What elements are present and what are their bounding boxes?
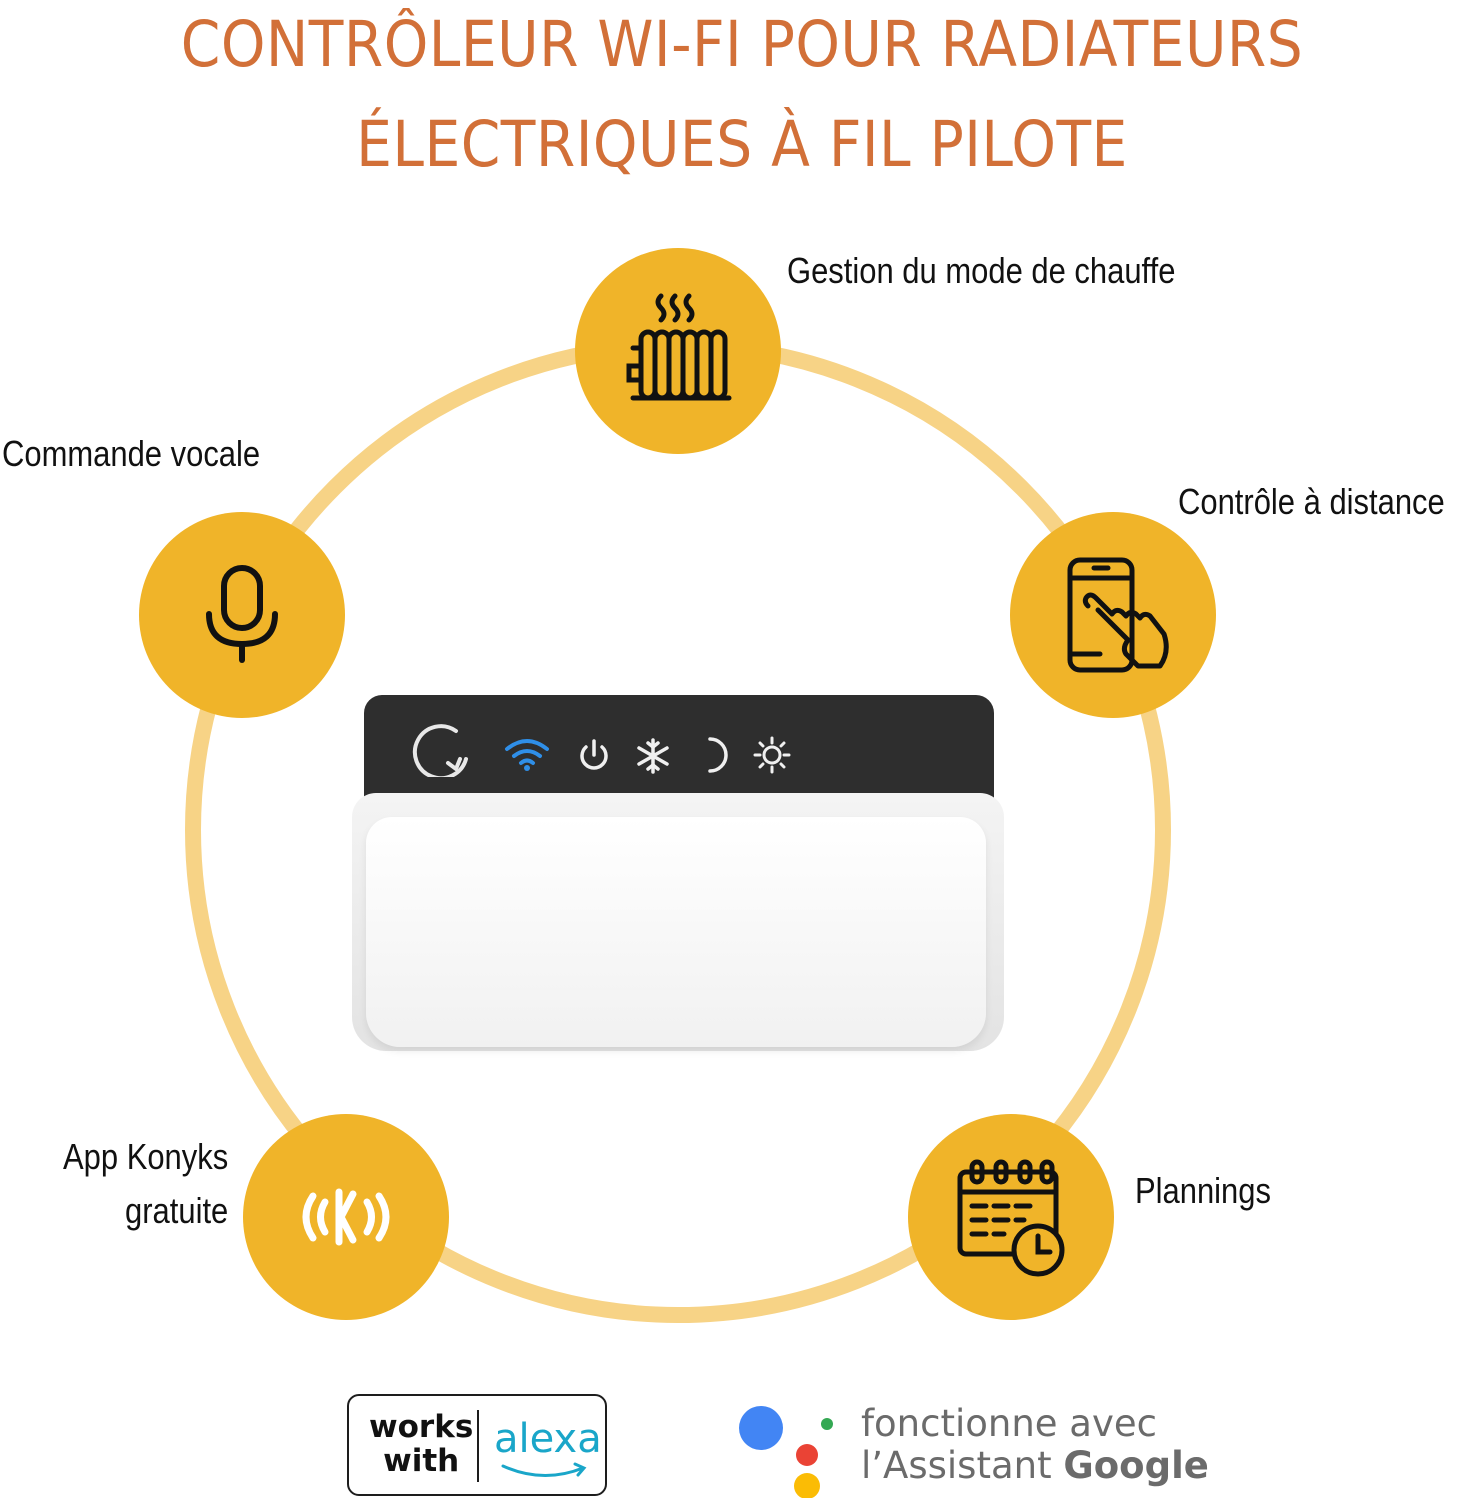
google-assistant-prefix: l’Assistant xyxy=(861,1444,1064,1487)
sun-icon xyxy=(753,736,791,774)
alexa-works-label: works xyxy=(369,1409,474,1445)
google-brand-label: Google xyxy=(1063,1444,1209,1487)
sync-icon xyxy=(412,724,468,777)
google-assistant-badge: fonctionne avec l’Assistant Google xyxy=(735,1398,1209,1499)
works-with-alexa-badge: works with alexa xyxy=(347,1394,607,1496)
alexa-works-with-text: works with xyxy=(369,1410,473,1478)
calendar-clock-icon xyxy=(957,1159,1065,1277)
feature-circle-heating-mode xyxy=(575,248,781,454)
feature-circle-voice-command xyxy=(139,512,345,718)
feature-circle-remote-control xyxy=(1010,512,1216,718)
device-control-panel xyxy=(364,695,994,805)
page-title-line-2: ÉLECTRIQUES À FIL PILOTE xyxy=(356,108,1128,181)
feature-label-heating-mode: Gestion du mode de chauffe xyxy=(787,250,1176,291)
alexa-badge-divider xyxy=(477,1410,479,1482)
wifi-controller-device xyxy=(352,695,1004,1055)
microphone-icon xyxy=(206,565,278,663)
feature-circle-plannings xyxy=(908,1114,1114,1320)
feature-circle-konyks-app xyxy=(243,1114,449,1320)
google-line-2: l’Assistant Google xyxy=(861,1444,1209,1487)
page-title-line-1: CONTRÔLEUR WI-FI POUR RADIATEURS xyxy=(180,8,1304,81)
feature-label-plannings: Plannings xyxy=(1135,1170,1271,1211)
google-line-1: fonctionne avec xyxy=(861,1402,1157,1445)
wifi-icon xyxy=(505,739,549,771)
feature-label-konyks-app-line-1: App Konyks xyxy=(62,1136,228,1177)
alexa-brand-label: alexa xyxy=(494,1416,602,1462)
snowflake-icon xyxy=(637,738,669,774)
feature-label-voice-command: Commande vocale xyxy=(2,433,261,474)
feature-label-remote-control: Contrôle à distance xyxy=(1178,481,1445,522)
feature-label-konyks-app-line-2: gratuite xyxy=(124,1190,228,1231)
google-assistant-dots-icon xyxy=(739,1406,833,1499)
smartphone-touch-icon xyxy=(1067,557,1169,673)
device-front-face xyxy=(366,817,986,1047)
alexa-smile-icon xyxy=(501,1462,587,1477)
radiator-icon xyxy=(626,293,732,401)
konyks-logo-icon xyxy=(302,1188,390,1246)
power-icon xyxy=(580,739,608,770)
alexa-with-label: with xyxy=(383,1443,460,1479)
moon-icon xyxy=(708,737,728,773)
